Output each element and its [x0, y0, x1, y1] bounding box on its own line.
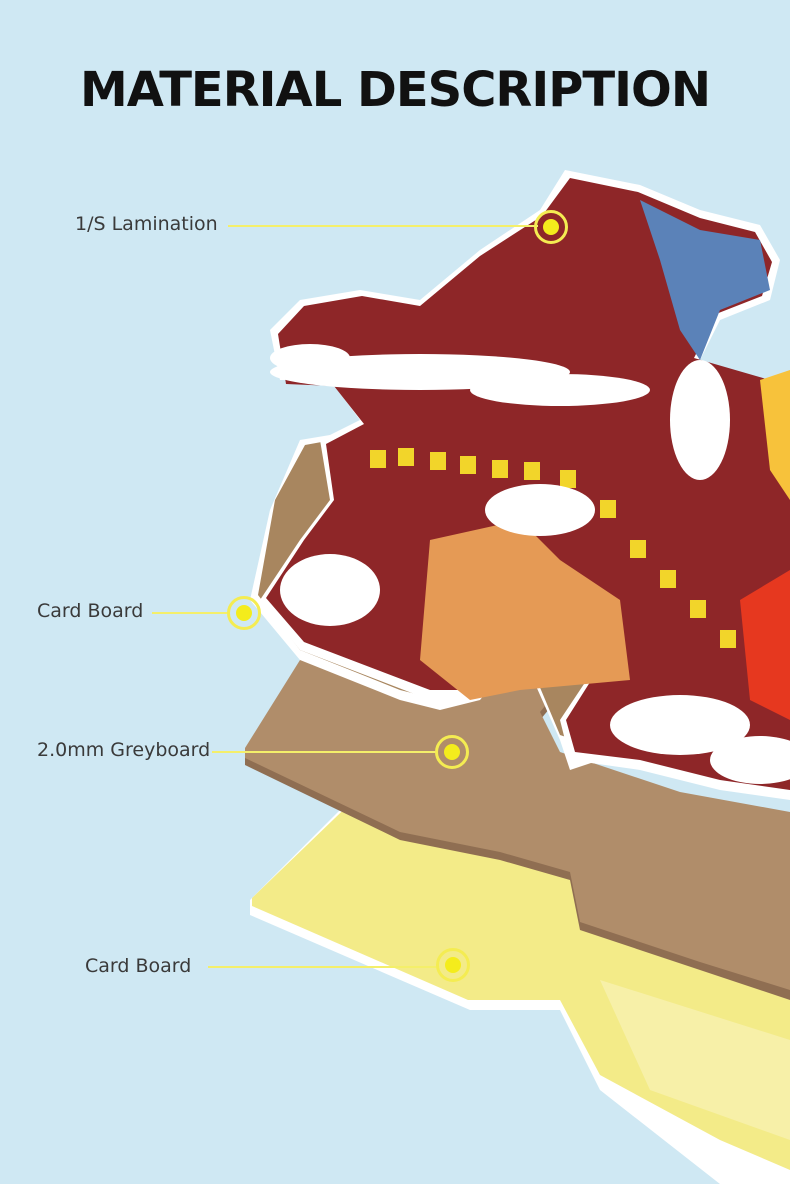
- marker-dot: [445, 957, 461, 973]
- marker-card-board-bottom: [436, 948, 470, 982]
- layer-label-card-board-top: Card Board: [37, 600, 144, 622]
- leader-line-greyboard: [212, 751, 437, 753]
- leader-line-lamination: [228, 225, 538, 227]
- leader-line-card-board-bottom: [208, 966, 438, 968]
- page-title: MATERIAL DESCRIPTION: [80, 62, 711, 118]
- marker-dot: [444, 744, 460, 760]
- leader-line-card-board-top: [152, 612, 230, 614]
- marker-card-board-top: [227, 596, 261, 630]
- layer-label-card-board-bottom: Card Board: [85, 955, 192, 977]
- layer-label-lamination: 1/S Lamination: [75, 213, 218, 235]
- marker-dot: [543, 219, 559, 235]
- marker-lamination: [534, 210, 568, 244]
- laminated-image-piece: [260, 170, 790, 800]
- marker-dot: [236, 605, 252, 621]
- bottom-card-board-piece: [250, 760, 790, 1184]
- layer-label-greyboard: 2.0mm Greyboard: [37, 739, 211, 761]
- marker-greyboard: [435, 735, 469, 769]
